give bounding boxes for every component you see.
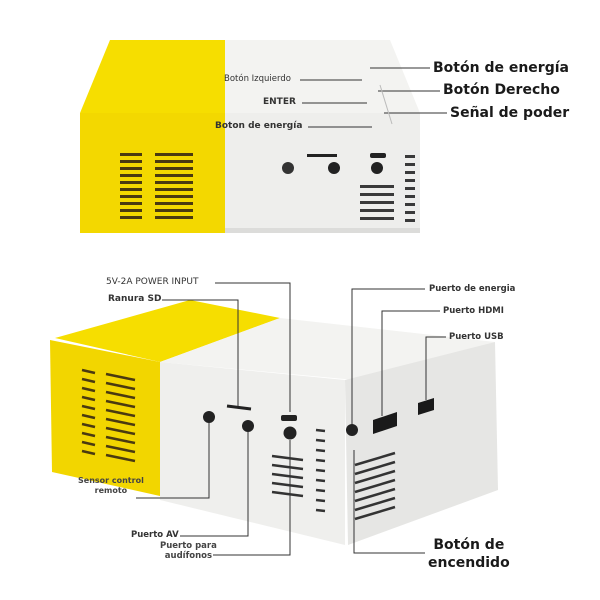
label-av-port: Puerto AV <box>131 530 179 540</box>
label-sd-slot: Ranura SD <box>108 294 162 304</box>
top-projector-body <box>80 40 447 233</box>
label-power-signal: Señal de poder <box>450 105 570 121</box>
label-usb-port: Puerto USB <box>449 332 504 342</box>
label-power-port: Puerto de energia <box>429 284 516 294</box>
label-left-button: Botón Izquierdo <box>224 74 291 84</box>
bottom-projector-body <box>50 282 498 556</box>
label-headphone-line2: audífonos <box>164 551 213 561</box>
label-power-switch-line2: encendido <box>428 555 510 571</box>
label-hdmi-port: Puerto HDMI <box>443 306 504 316</box>
label-headphone-line1: Puerto para <box>160 541 217 551</box>
top-projector: Botón Izquierdo ENTER Boton de energía B… <box>0 0 600 260</box>
label-enter: ENTER <box>263 97 296 107</box>
label-remote-sensor-line2: remoto <box>94 486 128 495</box>
label-power-button-left: Boton de energía <box>215 121 303 131</box>
label-power-input: 5V-2A POWER INPUT <box>106 277 199 287</box>
label-power-switch: Botón de encendido <box>428 536 510 572</box>
label-power-button-right: Botón de energía <box>433 60 569 76</box>
bottom-projector: 5V-2A POWER INPUT Ranura SD Puerto de en… <box>0 260 600 600</box>
label-remote-sensor: Sensor control remoto <box>78 476 144 496</box>
label-headphone-port: Puerto para audífonos <box>160 541 217 561</box>
label-right-button: Botón Derecho <box>443 82 560 98</box>
label-remote-sensor-line1: Sensor control <box>78 476 144 485</box>
label-power-switch-line1: Botón de <box>433 537 505 553</box>
